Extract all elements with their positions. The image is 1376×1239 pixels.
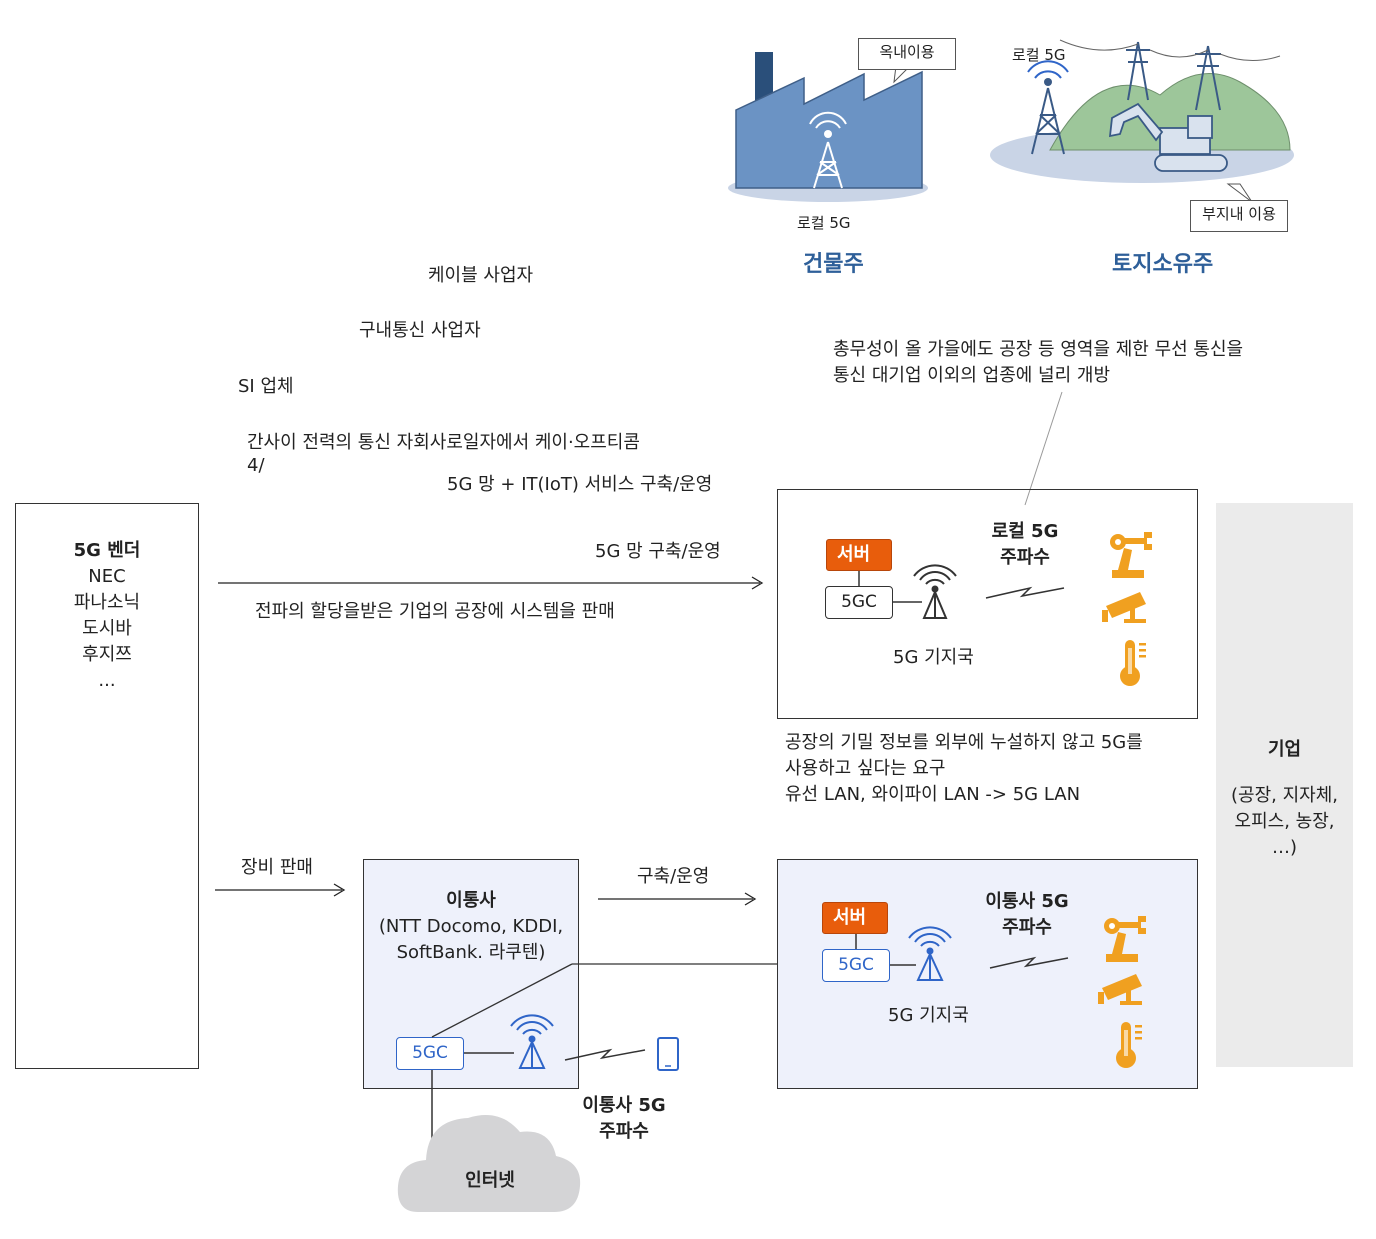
ministry-note-line-1: 총무성이 올 가을에도 공장 등 영역을 제한 무선 통신을 bbox=[833, 339, 1244, 360]
carrier-site-freq-label: 이통사 5G 주파수 bbox=[977, 889, 1077, 941]
carrier-robot-arm-icon bbox=[1104, 916, 1146, 962]
inhouse-telecom-label: 구내통신 사업자 bbox=[359, 320, 481, 341]
sell-equipment-label: 장비 판매 bbox=[241, 857, 313, 878]
carrier-5gc: 5GC bbox=[396, 1037, 464, 1070]
phone-icon bbox=[657, 1037, 679, 1071]
land-owner-title: 토지소유주 bbox=[1112, 252, 1214, 277]
need-note-line-3: 유선 LAN, 와이파이 LAN -> 5G LAN bbox=[785, 784, 1081, 805]
local-freq-line-2: 주파수 bbox=[1000, 547, 1050, 568]
need-note: 공장의 기밀 정보를 외부에 누설하지 않고 5G를 사용하고 싶다는 요구 유… bbox=[785, 730, 1143, 808]
carrier-site-lines bbox=[855, 934, 1069, 969]
local-server: 서버 bbox=[826, 539, 892, 571]
vendor-item: 파나소닉 bbox=[73, 592, 141, 613]
service-build-label: 5G 망 + IT(IoT) 서비스 구축/운영 bbox=[447, 474, 713, 495]
local-base-station-label: 5G 기지국 bbox=[893, 647, 974, 668]
carrier-site-freq-line-1: 이통사 5G bbox=[985, 891, 1069, 912]
local-lines bbox=[858, 571, 1065, 603]
vendor-title: 5G 벤더 bbox=[73, 540, 141, 561]
carrier-antenna-icon bbox=[510, 1014, 554, 1069]
carrier-site-antenna-icon bbox=[908, 926, 952, 981]
carrier-title: 이통사 bbox=[446, 890, 496, 911]
factory-local5g-label: 로컬 5G bbox=[797, 214, 851, 232]
connector-lines bbox=[215, 391, 1063, 906]
carrier-freq-label: 이통사 5G 주파수 bbox=[574, 1093, 674, 1145]
enterprise-desc-line: (공장, 지자체, bbox=[1231, 785, 1338, 806]
carrier-freq-line-1: 이통사 5G bbox=[582, 1095, 666, 1116]
local5g-box bbox=[777, 489, 1198, 719]
building-owner-title: 건물주 bbox=[803, 252, 864, 277]
vendor-item: ... bbox=[98, 670, 116, 691]
vendor-item: 도시바 bbox=[82, 618, 132, 639]
local-robot-arm-icon bbox=[1110, 532, 1152, 578]
carrier-camera-icon bbox=[1098, 974, 1142, 1005]
local-5gc: 5GC bbox=[825, 586, 893, 619]
land-illustration bbox=[990, 39, 1294, 203]
sell-systems-label: 전파의 할당을받은 기업의 공장에 시스템을 판매 bbox=[255, 601, 615, 622]
need-note-line-1: 공장의 기밀 정보를 외부에 누설하지 않고 5G를 bbox=[785, 732, 1143, 753]
premises-callout: 부지내 이용 bbox=[1190, 200, 1288, 232]
carrier-server: 서버 bbox=[822, 902, 888, 934]
build-ops-label: 구축/운영 bbox=[637, 866, 710, 887]
si-company-label: SI 업체 bbox=[238, 376, 294, 397]
vendor-item: NEC bbox=[88, 566, 126, 587]
local-camera-icon bbox=[1102, 592, 1146, 623]
carrier-names-line-1: (NTT Docomo, KDDI, bbox=[378, 916, 564, 937]
local-thermometer-icon bbox=[1120, 640, 1146, 686]
internet-cloud-icon bbox=[397, 1115, 581, 1212]
carrier-names-line-2: SoftBank. 라쿠텐) bbox=[396, 942, 546, 963]
network-build-label: 5G 망 구축/운영 bbox=[595, 541, 721, 562]
need-note-line-2: 사용하고 싶다는 요구 bbox=[785, 758, 946, 779]
enterprise-panel: 기업 (공장, 지자체, 오피스, 농장, …) bbox=[1216, 503, 1353, 1067]
enterprise-desc-line: 오피스, 농장, bbox=[1234, 811, 1335, 832]
carrier-site-freq-line-2: 주파수 bbox=[1002, 917, 1052, 938]
outdoor-local5g-label: 로컬 5G bbox=[1012, 46, 1066, 64]
carrier-thermometer-icon bbox=[1116, 1022, 1142, 1068]
carrier-base-station-label: 5G 기지국 bbox=[888, 1005, 969, 1026]
enterprise-title: 기업 bbox=[1267, 739, 1302, 760]
carrier-site-5gc: 5GC bbox=[822, 949, 890, 982]
vendor-box: 5G 벤더 NEC 파나소닉 도시바 후지쯔 ... bbox=[15, 503, 199, 1069]
local-antenna-icon bbox=[913, 564, 957, 619]
local-freq-label: 로컬 5G 주파수 bbox=[980, 519, 1070, 571]
local-freq-line-1: 로컬 5G bbox=[991, 521, 1059, 542]
carrier-freq-line-2: 주파수 bbox=[599, 1121, 649, 1142]
internet-label: 인터넷 bbox=[465, 1170, 515, 1191]
kansai-label: 간사이 전력의 통신 자회사로일자에서 케이·오프티콤 bbox=[247, 432, 640, 453]
factory-illustration bbox=[728, 52, 928, 202]
kansai-label-2: 4/ bbox=[247, 455, 265, 476]
indoor-callout: 옥내이용 bbox=[858, 38, 956, 70]
vendor-item: 후지쯔 bbox=[82, 644, 132, 665]
ministry-note-line-2: 통신 대기업 이외의 업종에 널리 개방 bbox=[833, 365, 1111, 386]
ministry-note: 총무성이 올 가을에도 공장 등 영역을 제한 무선 통신을 통신 대기업 이외… bbox=[833, 337, 1243, 389]
carrier-info: 이통사 (NTT Docomo, KDDI, SoftBank. 라쿠텐) bbox=[363, 888, 579, 966]
cable-operator-label: 케이블 사업자 bbox=[428, 265, 534, 286]
enterprise-desc-line: …) bbox=[1271, 837, 1298, 858]
